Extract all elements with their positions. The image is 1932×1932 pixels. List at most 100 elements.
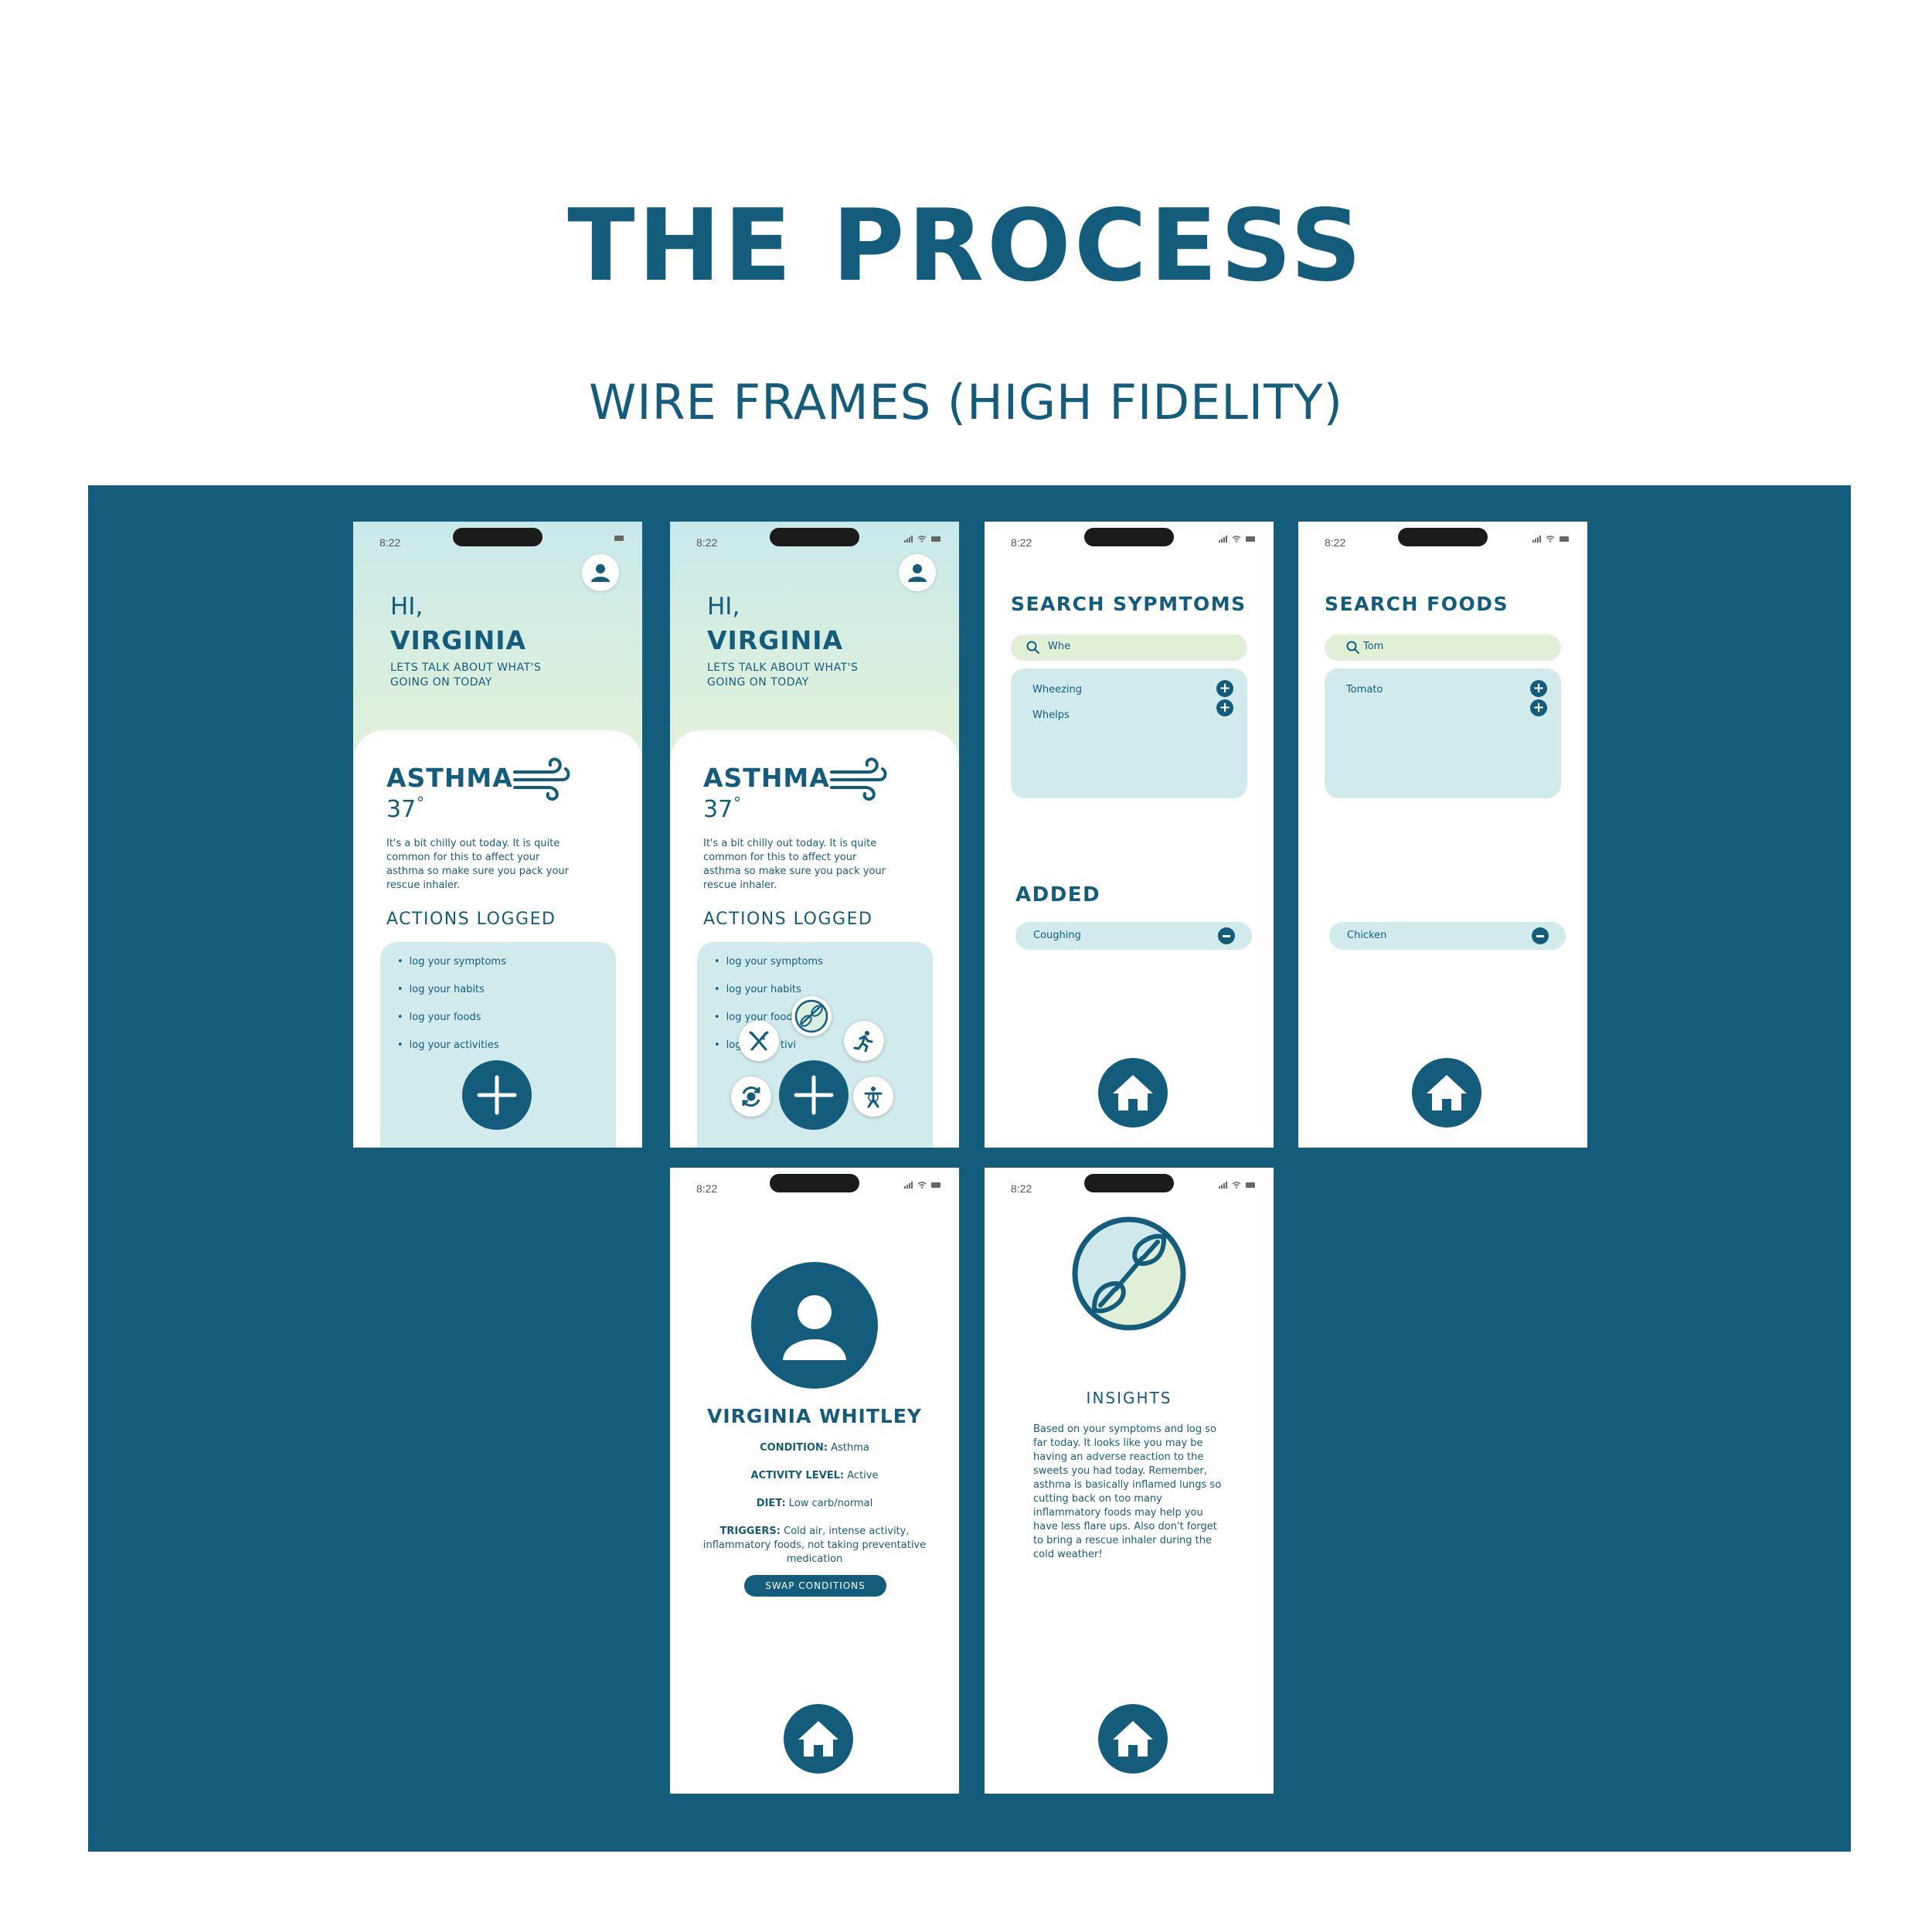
phone-notch [1084, 528, 1174, 546]
wifi-icon [1232, 536, 1241, 543]
home-button[interactable] [1412, 1058, 1481, 1128]
phone-home-menu: 8:22 HI, VIRGINIA LETS TALK ABOUT WHAT'S… [670, 522, 959, 1148]
result-item[interactable]: Tomato [1346, 684, 1383, 696]
home-icon [1113, 1075, 1153, 1111]
search-input[interactable]: Whe [1011, 634, 1247, 661]
status-time: 8:22 [1325, 536, 1346, 549]
home-button[interactable] [784, 1704, 853, 1774]
profile-button[interactable] [899, 554, 936, 591]
search-results [1325, 668, 1561, 798]
action-item[interactable]: log your habits [397, 984, 485, 995]
wifi-icon [917, 1182, 927, 1189]
remove-item-button[interactable] [1218, 927, 1235, 944]
wind-icon [830, 757, 887, 801]
add-result-button[interactable]: + [1530, 699, 1547, 716]
add-log-button[interactable] [462, 1060, 532, 1130]
user-icon [591, 564, 610, 582]
search-input[interactable]: Tom [1325, 634, 1561, 661]
signal-icon [904, 536, 913, 543]
signal-icon [904, 1182, 913, 1189]
phone-search-foods: 8:22 SEARCH FOODS Tom Tomato + + Chicken [1298, 522, 1587, 1148]
wireframe-board: 8:22 HI, VIRGINIA LETS TALK ABOUT WHAT'S… [88, 485, 1851, 1852]
insights-body: Based on your symptoms and log so far to… [1033, 1423, 1222, 1560]
home-icon [1427, 1075, 1467, 1111]
menu-insights-button[interactable] [791, 996, 832, 1036]
profile-diet: DIET: Low carb/normal [756, 1498, 873, 1509]
action-item[interactable]: log your symptoms [397, 956, 506, 968]
phone-notch [770, 1174, 859, 1192]
action-item[interactable]: log your symptoms [714, 956, 823, 968]
action-item[interactable]: log your habits [714, 984, 801, 995]
plus-icon [794, 1075, 834, 1115]
add-result-button[interactable]: + [1216, 699, 1233, 716]
action-item[interactable]: log [714, 1039, 742, 1051]
added-item: Chicken [1329, 922, 1566, 950]
activity-person-icon [864, 1087, 883, 1108]
temperature: 37 [703, 796, 733, 823]
habit-cycle-icon [742, 1087, 760, 1107]
running-icon [853, 1031, 873, 1053]
search-title: SEARCH FOODS [1325, 593, 1509, 615]
home-icon [798, 1721, 838, 1757]
profile-condition: CONDITION: Asthma [760, 1442, 869, 1454]
menu-symptoms-button[interactable] [853, 1077, 893, 1117]
wind-icon [513, 757, 570, 801]
battery-icon [931, 536, 940, 542]
added-item-label: Coughing [1033, 930, 1081, 941]
add-result-button[interactable]: + [1530, 680, 1547, 697]
insights-title: INSIGHTS [1086, 1389, 1172, 1407]
home-button[interactable] [1098, 1058, 1168, 1128]
action-item[interactable]: log your foods [714, 1012, 798, 1023]
phone-insights: 8:22 INSIGHTS Based on your symptoms and… [985, 1168, 1274, 1794]
profile-triggers: TRIGGERS: Cold air, intense activity, in… [702, 1526, 927, 1565]
home-button[interactable] [1098, 1704, 1168, 1774]
added-item-label: Chicken [1347, 930, 1387, 941]
page-title: THE PROCESS [567, 189, 1365, 304]
phone-search-symptoms: 8:22 SEARCH SYPMTOMS Whe Wheezing Whelps… [985, 522, 1274, 1148]
status-icons [904, 536, 940, 543]
tagline: LETS TALK ABOUT WHAT'S GOING ON TODAY [707, 662, 859, 689]
search-query: Whe [1048, 641, 1071, 652]
action-item[interactable]: log your foods [397, 1012, 481, 1023]
user-name: VIRGINIA [707, 625, 844, 655]
battery-icon [1560, 536, 1569, 542]
status-time: 8:22 [1011, 536, 1032, 549]
wifi-icon [917, 536, 927, 543]
status-icons [614, 536, 624, 541]
phone-notch [1398, 528, 1488, 546]
status-icons [904, 1182, 940, 1189]
status-icons [1219, 1182, 1255, 1189]
status-time: 8:22 [1011, 1182, 1032, 1195]
user-name: VIRGINIA [390, 625, 527, 655]
phone-profile: 8:22 VIRGINIA WHITLEY CONDITION: Asthma … [670, 1168, 959, 1794]
battery-icon [614, 536, 624, 541]
tagline: LETS TALK ABOUT WHAT'S GOING ON TODAY [390, 662, 542, 689]
search-results [1011, 668, 1247, 798]
swap-conditions-button[interactable]: SWAP CONDITIONS [744, 1575, 886, 1597]
condition-title: ASTHMA [703, 763, 830, 793]
menu-habits-button[interactable] [731, 1077, 771, 1117]
temperature: 37 [386, 796, 417, 823]
result-item[interactable]: Wheezing [1032, 684, 1083, 696]
profile-button[interactable] [582, 554, 619, 591]
wifi-icon [1546, 536, 1555, 543]
add-log-button[interactable] [779, 1060, 849, 1130]
actions-heading: ACTIONS LOGGED [386, 910, 556, 929]
action-item[interactable]: log your activities [397, 1039, 499, 1051]
pill-icon [1072, 1216, 1186, 1331]
page-subtitle: WIRE FRAMES (HIGH FIDELITY) [588, 374, 1343, 430]
avatar[interactable] [751, 1262, 878, 1389]
result-item[interactable]: Whelps [1032, 709, 1070, 721]
menu-foods-button[interactable] [739, 1021, 779, 1061]
search-query: Tom [1363, 641, 1384, 652]
remove-item-button[interactable] [1532, 927, 1549, 944]
add-result-button[interactable]: + [1216, 680, 1233, 697]
search-icon [1346, 641, 1359, 654]
greeting: HI, [390, 593, 423, 621]
menu-activities-button[interactable] [844, 1021, 884, 1061]
wifi-icon [1232, 1182, 1241, 1189]
phone-notch [1084, 1174, 1174, 1192]
profile-name: VIRGINIA WHITLEY [707, 1405, 922, 1427]
greeting: HI, [707, 593, 740, 621]
phone-home: 8:22 HI, VIRGINIA LETS TALK ABOUT WHAT'S… [353, 522, 642, 1148]
